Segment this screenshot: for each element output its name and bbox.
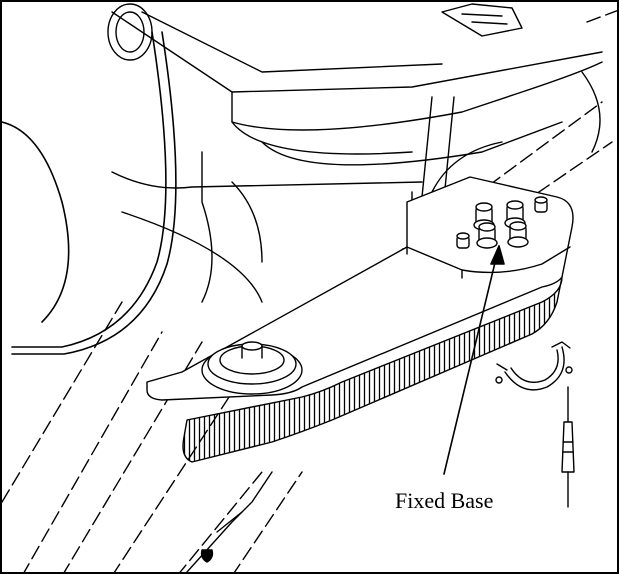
callout-arrow <box>443 245 505 475</box>
base-front-edge <box>182 276 563 463</box>
base-cap <box>201 341 303 395</box>
top-right-detail <box>441 3 523 37</box>
upper-housing <box>111 11 603 303</box>
screwdriver-icon <box>561 386 575 508</box>
bolt-5 <box>456 232 470 249</box>
mounting-bolts <box>456 196 548 249</box>
bolt-4 <box>507 221 529 248</box>
cable <box>2 31 177 355</box>
top-cylinder <box>107 3 153 61</box>
bottom-tool <box>186 471 273 572</box>
clamp-hardware <box>495 341 573 391</box>
callout-label: Fixed Base <box>395 488 494 513</box>
bolt-3 <box>476 222 498 249</box>
bolt-6 <box>534 196 548 213</box>
